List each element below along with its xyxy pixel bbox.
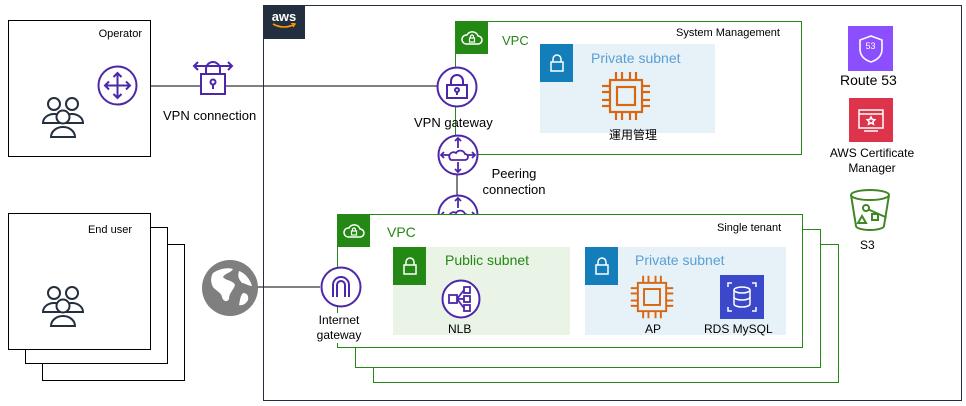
vpc-cloud-icon	[342, 223, 365, 238]
mgmt-instance-label: 運用管理	[609, 128, 658, 142]
aws-cloud-group	[263, 5, 962, 401]
lock-icon	[402, 257, 417, 275]
internet-globe-icon	[202, 260, 258, 316]
mgmt-private-subnet-label: Private subnet	[591, 50, 681, 66]
shield-icon	[858, 34, 883, 63]
tenant-vpc-badge	[337, 214, 370, 247]
rds-mysql-label: RDS MySQL	[704, 322, 773, 336]
vpn-connection-label: VPN connection	[163, 108, 257, 123]
s3-label: S3	[860, 238, 875, 252]
vpn-gateway-label: VPN gateway	[414, 115, 493, 130]
rds-mysql-icon	[720, 275, 764, 319]
users-icon	[41, 286, 85, 327]
users-icon	[41, 97, 85, 138]
certificate-icon	[858, 109, 884, 132]
customer-gateway-icon	[97, 65, 138, 106]
nlb-icon	[441, 279, 481, 319]
aws-smile-icon	[272, 23, 297, 28]
database-icon	[727, 282, 757, 312]
route53-icon: 53	[848, 26, 893, 71]
end-user-box: End user	[8, 213, 151, 350]
acm-label: AWS Certificate Manager	[822, 146, 922, 176]
peering-connection-icon-top	[437, 134, 479, 176]
tenant-private-subnet-label: Private subnet	[635, 252, 725, 268]
s3-bucket-icon	[850, 189, 890, 231]
vpn-gateway-icon	[436, 66, 478, 108]
public-subnet-badge	[393, 247, 426, 285]
tenant-vpc-title: Single tenant	[717, 222, 782, 234]
acm-label-line2: Manager	[848, 161, 896, 175]
peering-connection-label: Peering connection	[482, 166, 546, 198]
aws-logo-text: aws	[271, 9, 297, 24]
peering-label-line2: connection	[482, 182, 546, 197]
internet-gateway-icon	[320, 266, 362, 308]
lock-icon	[594, 257, 609, 275]
ap-label: AP	[645, 322, 662, 336]
acm-label-line1: AWS Certificate	[829, 146, 915, 160]
end-user-title: End user	[87, 224, 132, 236]
ec2-instance-icon	[602, 72, 650, 120]
peering-label-line1: Peering	[491, 166, 537, 181]
acm-icon	[849, 98, 893, 142]
operator-title: Operator	[98, 28, 142, 40]
mgmt-private-subnet-badge	[540, 44, 573, 82]
vpn-connection-icon	[192, 61, 234, 95]
internet-gateway-label-line1: Internet	[318, 313, 360, 327]
public-subnet-label: Public subnet	[445, 252, 530, 268]
mgmt-vpc-label: VPC	[502, 33, 529, 48]
route53-label: Route 53	[840, 72, 897, 88]
mgmt-vpc-title: System Management	[676, 27, 780, 39]
tenant-vpc-label: VPC	[387, 224, 416, 240]
lock-icon	[549, 54, 564, 72]
tenant-private-subnet-badge	[585, 247, 618, 285]
mgmt-vpc-badge	[455, 21, 488, 54]
route53-badge-text: 53	[865, 41, 876, 51]
internet-gateway-label-line2: gateway	[316, 328, 362, 342]
aws-logo: aws	[263, 5, 305, 39]
ap-ec2-icon	[630, 275, 674, 319]
internet-gateway-label: Internet gateway	[303, 313, 375, 343]
nlb-label: NLB	[448, 322, 472, 336]
vpc-cloud-icon	[460, 30, 483, 45]
